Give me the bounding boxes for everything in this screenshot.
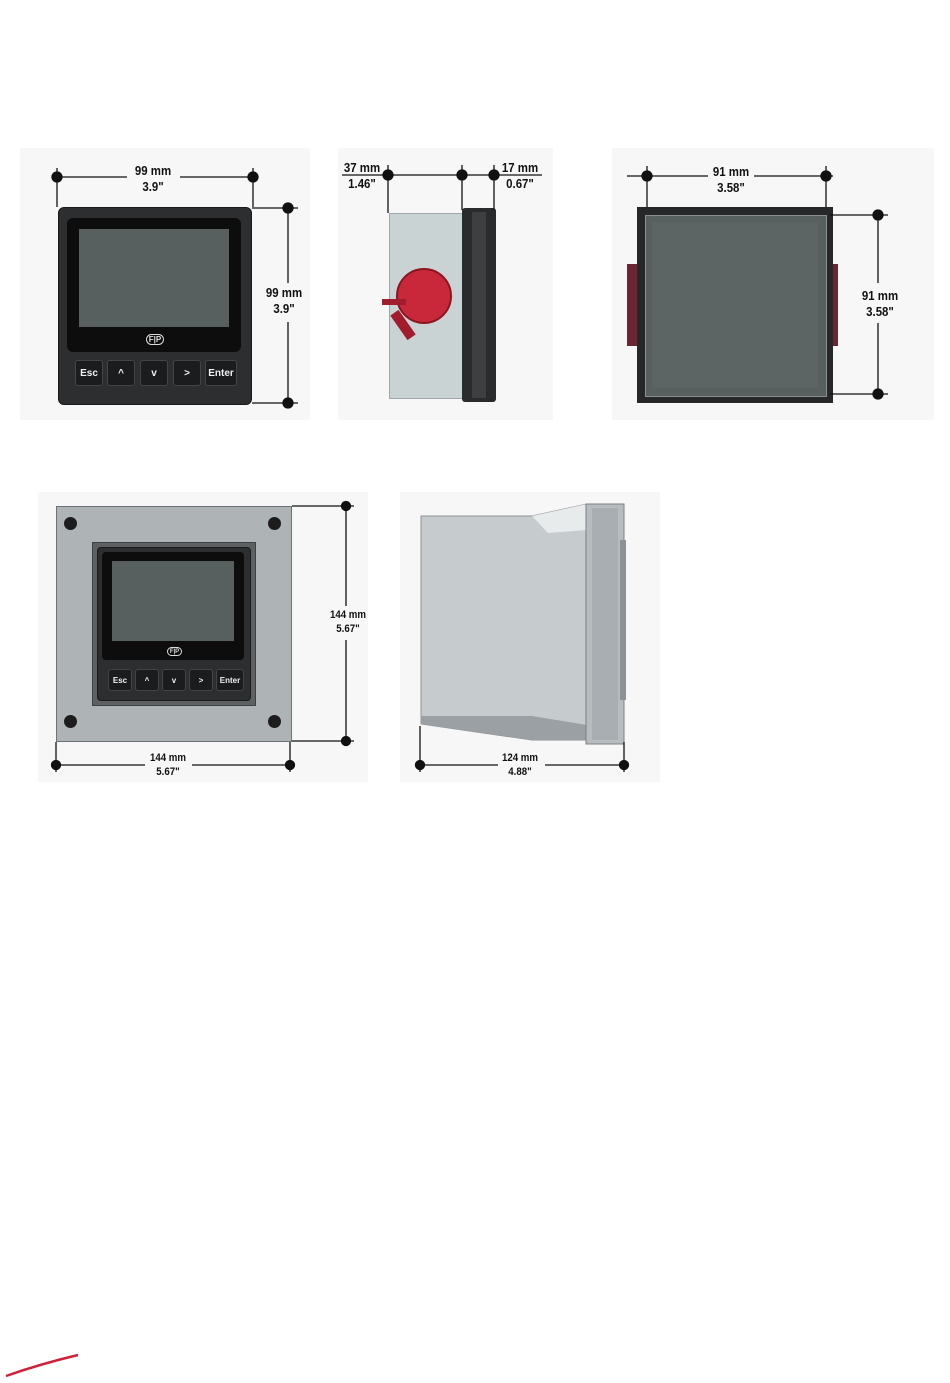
brand-swoosh [0, 0, 950, 1383]
